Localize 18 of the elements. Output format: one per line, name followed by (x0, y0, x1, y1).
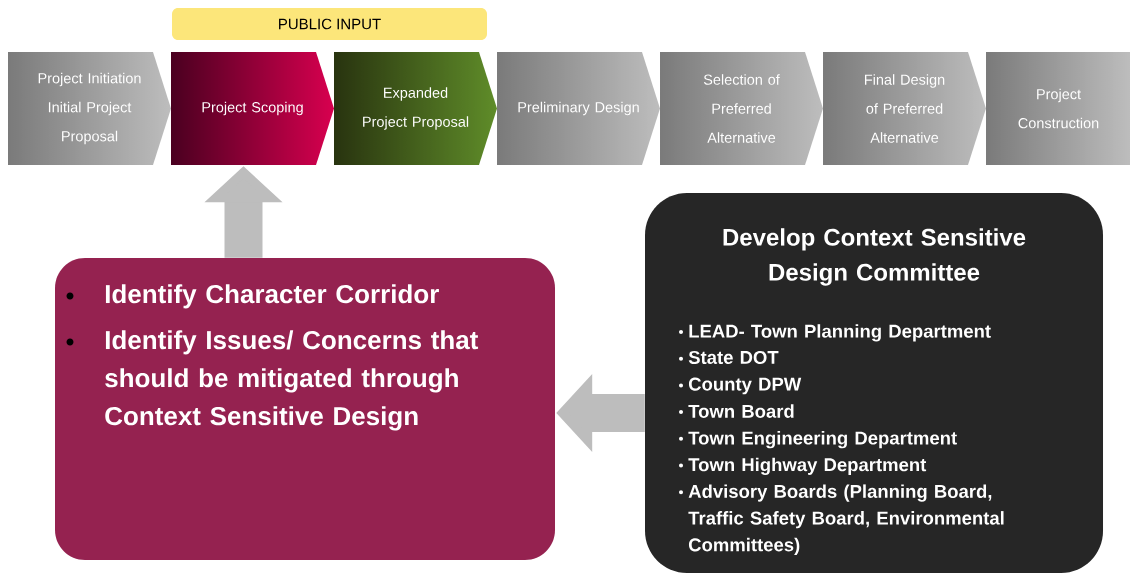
label-banner: PUBLIC INPUT (172, 8, 487, 40)
process-chevron: Expanded Project Proposal (363, 87, 469, 130)
bullet-text: Identify Character Corridor (105, 284, 439, 309)
bullet-text: LEAD- Town Planning Department (689, 324, 991, 342)
bullet-text: Town Engineering Department (688, 431, 957, 449)
process-chevron: Project Construction (1018, 88, 1099, 129)
process-chevron: Project Initiation Initial Project Proposal (38, 72, 141, 145)
process-chevron: Selection of Preferred Alternative (703, 74, 780, 143)
panel-heading: Develop Context Sensitive Design Committee (723, 228, 1026, 286)
bullet-text: Identify Issues/ Concerns that should be mitigated through Context Sensitive Design (105, 330, 479, 431)
bullet-text: State DOT (688, 350, 779, 364)
bullet-text: County DPW (688, 377, 802, 395)
process-chevron: Project Scoping (202, 101, 303, 116)
process-chevron: Preliminary Design (518, 101, 639, 116)
process-chevron: Final Design of Preferred Alternative (865, 74, 945, 143)
bullet-text: Town Board (688, 404, 794, 418)
bullet-text: Advisory Boards (Planning Board, Traffic Safety Board, Environmental Committees) (688, 484, 1004, 556)
bullet-text: Town Highway Department (688, 457, 927, 476)
